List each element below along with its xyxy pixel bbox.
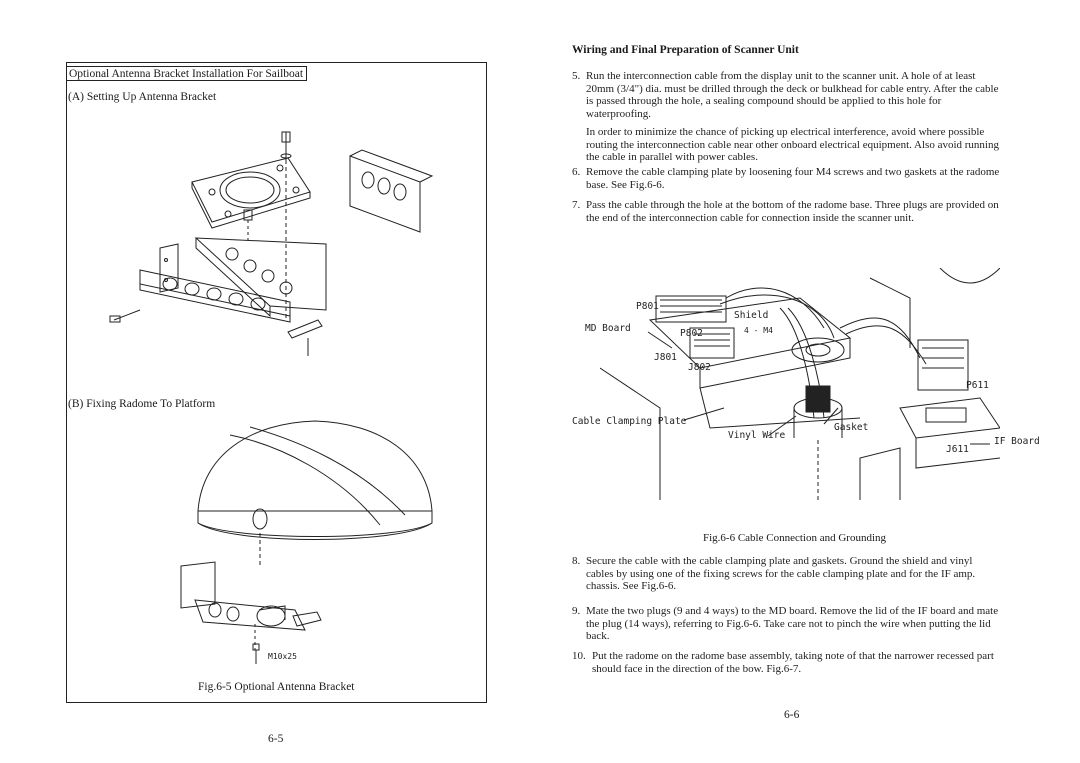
label-j801: J801 bbox=[654, 352, 677, 363]
step-7-number: 7. bbox=[572, 199, 581, 211]
figure-6-6-caption: Fig.6-6 Cable Connection and Grounding bbox=[703, 532, 887, 544]
page-number-right: 6-6 bbox=[784, 709, 800, 721]
step-7: 7. Pass the cable through the hole at th… bbox=[572, 199, 1000, 224]
step-5-note: In order to minimize the chance of picki… bbox=[586, 126, 999, 164]
label-p801: P801 bbox=[636, 301, 659, 312]
label-gasket: Gasket bbox=[834, 422, 869, 433]
step-9: 9. Mate the two plugs (9 and 4 ways) to … bbox=[572, 605, 1000, 643]
bolt-icon bbox=[252, 643, 260, 664]
label-j802: J802 bbox=[688, 362, 711, 373]
label-cable-clamping-plate: Cable Clamping Plate bbox=[572, 416, 687, 427]
step-9-text: Mate the two plugs (9 and 4 ways) to the… bbox=[586, 605, 999, 643]
step-8-text: Secure the cable with the cable clamping… bbox=[586, 555, 976, 593]
section-title: Optional Antenna Bracket Installation Fo… bbox=[67, 66, 308, 81]
label-p802: P802 bbox=[680, 328, 703, 339]
label-shield: Shield bbox=[734, 310, 769, 321]
step-5-text: Run the interconnection cable from the d… bbox=[586, 70, 999, 120]
bolt-label: M10x25 bbox=[268, 652, 297, 661]
label-md-board: MD Board bbox=[585, 323, 631, 334]
step-6-text: Remove the cable clamping plate by loose… bbox=[586, 166, 1000, 191]
cable-connection-drawing bbox=[600, 268, 1000, 500]
step-8: 8. Secure the cable with the cable clamp… bbox=[572, 555, 1000, 593]
label-vinyl-wire: Vinyl Wire bbox=[728, 430, 786, 441]
step-8-number: 8. bbox=[572, 555, 581, 567]
radome-drawing bbox=[197, 420, 433, 565]
step-5: 5. Run the interconnection cable from th… bbox=[572, 70, 1000, 120]
label-j611: J611 bbox=[946, 444, 969, 455]
step-10-text: Put the radome on the radome base assemb… bbox=[592, 650, 994, 675]
step-10-number: 10. bbox=[572, 650, 586, 662]
frame-right-border bbox=[486, 62, 487, 702]
step-6-number: 6. bbox=[572, 166, 581, 178]
label-p611: P611 bbox=[966, 380, 989, 391]
label-m4: 4 - M4 bbox=[744, 326, 773, 335]
step-6: 6. Remove the cable clamping plate by lo… bbox=[572, 166, 1000, 191]
part-a-heading: (A) Setting Up Antenna Bracket bbox=[68, 91, 217, 103]
platform-bracket-drawing bbox=[180, 561, 322, 650]
bracket-exploded-drawing bbox=[109, 131, 434, 356]
label-if-board: IF Board bbox=[994, 436, 1040, 447]
figure-6-5-caption: Fig.6-5 Optional Antenna Bracket bbox=[198, 681, 355, 693]
frame-top-border bbox=[66, 62, 486, 63]
figure-frame bbox=[66, 62, 487, 703]
step-5-number: 5. bbox=[572, 70, 581, 82]
step-10: 10. Put the radome on the radome base as… bbox=[572, 650, 1000, 675]
step-9-number: 9. bbox=[572, 605, 581, 617]
part-b-heading: (B) Fixing Radome To Platform bbox=[68, 398, 216, 410]
step-7-text: Pass the cable through the hole at the b… bbox=[586, 199, 999, 224]
page-number-left: 6-5 bbox=[268, 733, 284, 745]
right-heading: Wiring and Final Preparation of Scanner … bbox=[572, 44, 799, 56]
